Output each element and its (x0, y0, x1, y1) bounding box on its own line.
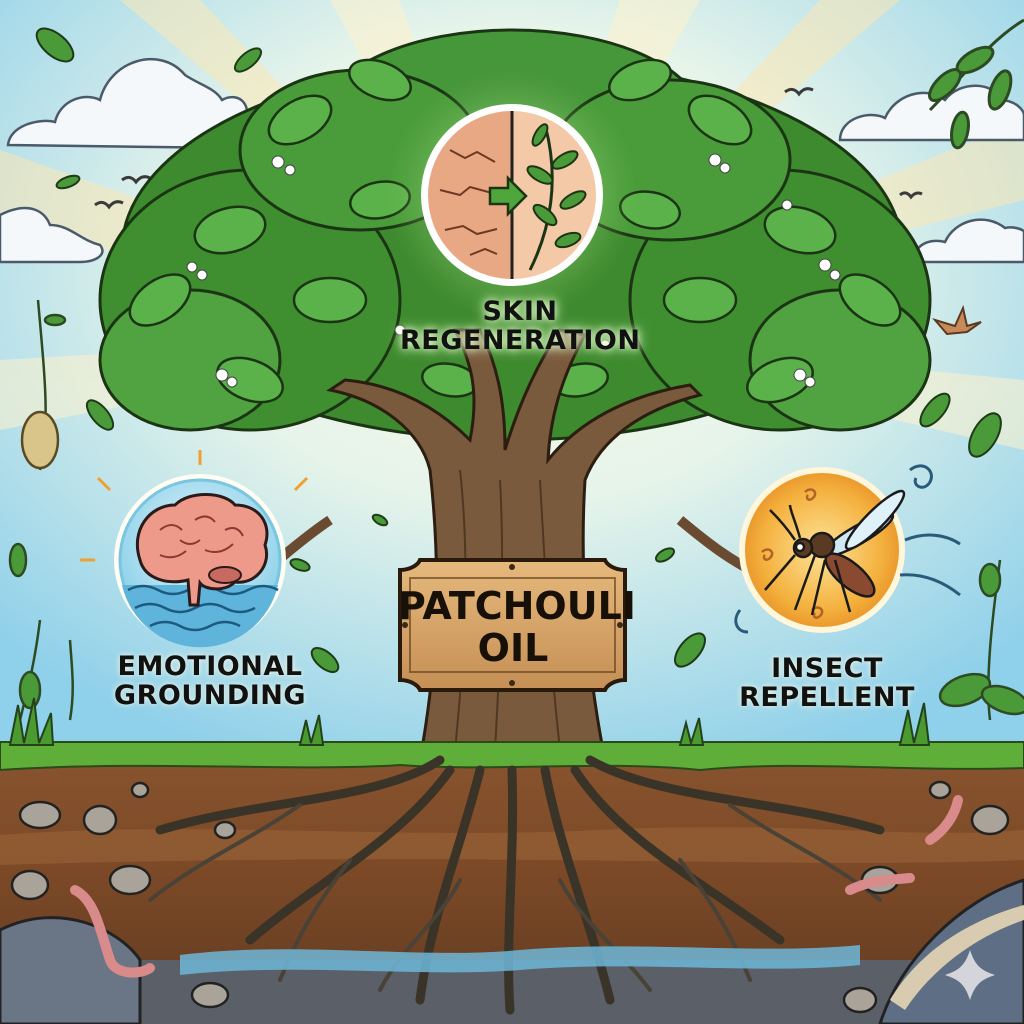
white-flowers (186, 153, 841, 388)
sign-line-1: PATCHOULI (398, 584, 636, 628)
tree-rootlets (148, 803, 882, 992)
emotional-grounding-icon (80, 450, 309, 648)
sparkle-watermark-icon (945, 950, 995, 1000)
birds (94, 87, 923, 210)
floating-leaves (35, 27, 1002, 673)
mosquito-icon (764, 489, 906, 616)
benefit-label-insect-repellent: INSECT REPELLENT (712, 654, 942, 712)
branch-top-right (927, 18, 1024, 150)
benefit-label-skin-regeneration: SKIN REGENERATION (400, 297, 640, 355)
sign-line-2: OIL (477, 625, 549, 670)
grass-tufts (8, 697, 931, 747)
underground-water (180, 945, 860, 975)
cloud-right (913, 218, 1024, 264)
benefit-label-line-2: GROUNDING (113, 680, 307, 712)
flying-bird-icon (932, 304, 982, 336)
grass-strip (0, 741, 1024, 772)
sign-board (398, 558, 627, 692)
cloud-top-right (838, 84, 1024, 142)
rock-highlight (890, 905, 1024, 1010)
dry-skin-half (428, 111, 512, 279)
glow-rays (80, 450, 309, 562)
cloud-left (0, 206, 104, 264)
earthworms (70, 795, 963, 978)
benefit-label-line-1: SKIN (482, 296, 558, 327)
wind-swirls (734, 464, 961, 634)
soil-stones (10, 780, 1010, 1014)
insect-repellent-icon (734, 464, 961, 634)
benefit-label-line-2: REGENERATION (400, 325, 641, 357)
tree-roots (155, 755, 885, 1015)
side-plants-right (938, 559, 1024, 721)
benefit-label-emotional-grounding: EMOTIONAL GROUNDING (105, 652, 315, 710)
sign-title: PATCHOULI OIL (398, 584, 636, 670)
benefit-label-line-1: INSECT (771, 653, 883, 684)
skin-regeneration-icon (387, 70, 637, 320)
arrow-right-icon (488, 174, 528, 218)
benefit-label-line-2: REPELLENT (739, 682, 915, 714)
leaf-sprig-icon (526, 123, 587, 271)
benefit-label-line-1: EMOTIONAL (117, 651, 303, 682)
canopy-leaves (128, 58, 902, 404)
